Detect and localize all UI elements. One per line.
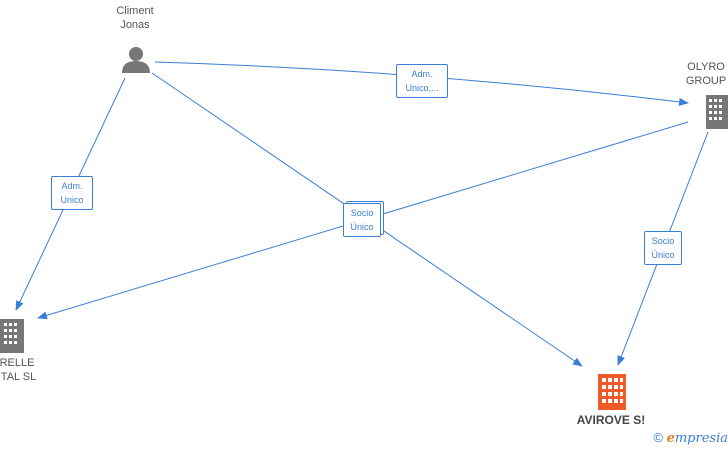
- empresia-watermark: © empresia: [653, 430, 728, 446]
- brand-initial: e: [666, 431, 675, 446]
- edge-label-socio-unico-center[interactable]: Socio Único: [343, 203, 381, 237]
- copyright-symbol: ©: [653, 430, 663, 445]
- relle-label[interactable]: RELLE ITAL SL: [0, 357, 37, 383]
- brand-name: mpresia: [674, 431, 728, 446]
- avirove-label[interactable]: AVIROVE S!: [576, 413, 646, 427]
- edge-label-socio-unico-olyro[interactable]: Socio Único: [644, 231, 682, 265]
- edge-label-adm-unico-olyro[interactable]: Adm. Unico,...: [396, 64, 448, 98]
- building-icon[interactable]: [706, 95, 728, 129]
- edge-label-adm-unico-relle[interactable]: Adm. Unico: [51, 176, 93, 210]
- olyro-label[interactable]: OLYRO GROUP: [685, 61, 727, 87]
- person-label[interactable]: Climent Jonas: [116, 5, 154, 31]
- building-icon[interactable]: [0, 319, 24, 353]
- building-icon[interactable]: [598, 374, 626, 410]
- person-icon[interactable]: [122, 47, 150, 73]
